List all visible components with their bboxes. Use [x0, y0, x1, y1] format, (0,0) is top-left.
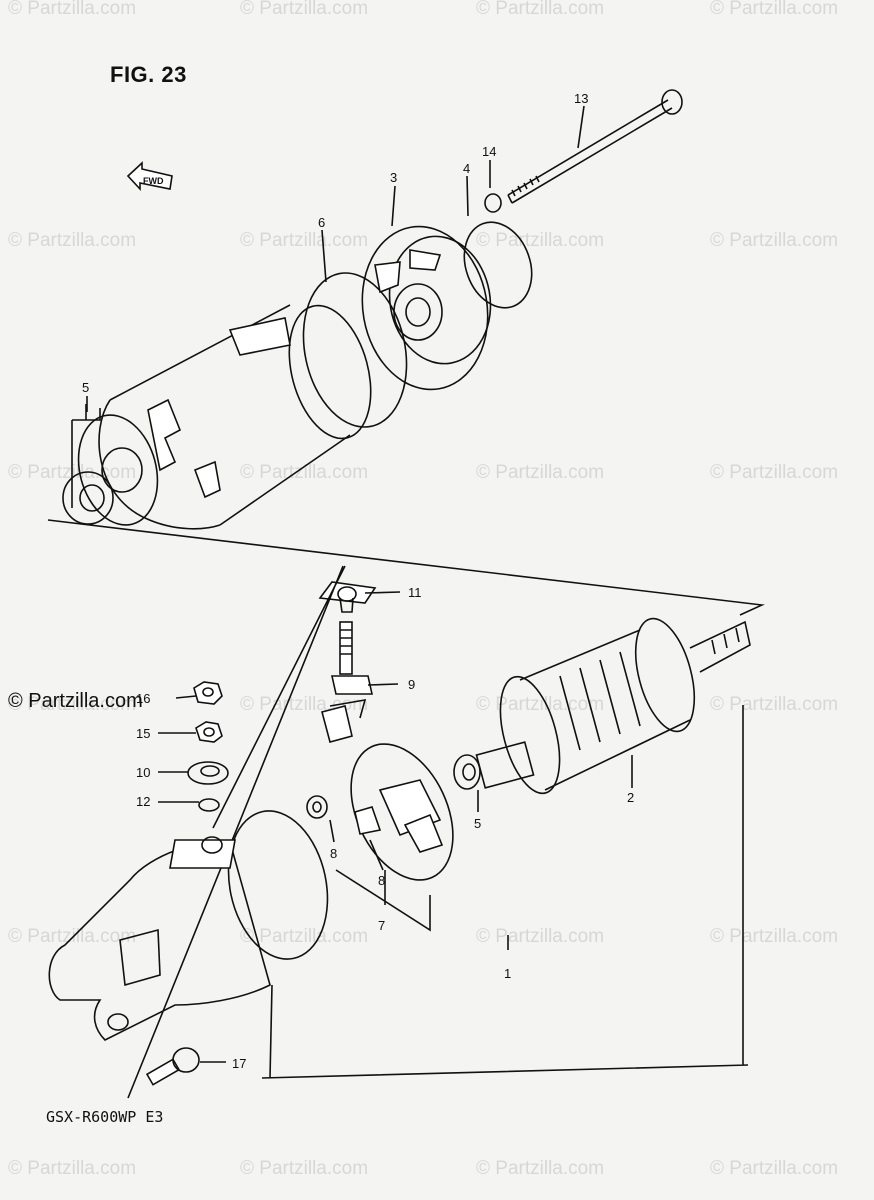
boundary-line — [47, 519, 765, 1079]
o-ring-4 — [463, 221, 533, 309]
washer-14 — [484, 193, 502, 213]
callout-7: 7 — [378, 918, 385, 933]
watermark: © Partzilla.com — [710, 462, 839, 483]
terminal-bolt-9 — [321, 621, 373, 743]
callout-13: 13 — [574, 91, 588, 106]
watermark: © Partzilla.com — [8, 230, 137, 251]
watermark: © Partzilla.com — [240, 1158, 369, 1179]
o-ring-12 — [198, 798, 220, 812]
callout-6: 6 — [318, 215, 325, 230]
brush-holder-7 — [350, 743, 454, 881]
svg-text:FWD: FWD — [143, 176, 164, 186]
callout-10: 10 — [136, 765, 150, 780]
callout-2: 2 — [627, 790, 634, 805]
callout-1: 1 — [504, 966, 511, 981]
callout-8-left: 8 — [330, 846, 337, 861]
watermark: © Partzilla.com — [710, 694, 839, 715]
callout-17: 17 — [232, 1056, 246, 1071]
callout-9: 9 — [408, 677, 415, 692]
watermark: © Partzilla.com — [8, 694, 137, 715]
callout-11: 11 — [408, 585, 422, 600]
washer-5-lower — [453, 754, 481, 790]
watermark: © Partzilla.com — [8, 0, 137, 19]
brush-8 — [306, 795, 382, 835]
terminal-plate-11 — [318, 581, 377, 613]
callout-12: 12 — [136, 794, 150, 809]
end-cover-3 — [361, 225, 492, 391]
watermark: © Partzilla.com — [240, 926, 369, 947]
through-bolt-13 — [507, 89, 683, 204]
nut-16 — [193, 681, 223, 705]
callout-labels: 1 2 3 4 5 5 6 7 8 8 9 10 11 12 13 14 15 … — [82, 91, 634, 1071]
brand-label: © Partzilla.com — [8, 690, 143, 712]
callout-5-upper: 5 — [82, 380, 89, 395]
callout-8-right: 8 — [378, 873, 385, 888]
callout-5-lower: 5 — [474, 816, 481, 831]
watermark: © Partzilla.com — [710, 230, 839, 251]
end-housing — [48, 810, 329, 1041]
callout-4: 4 — [463, 161, 470, 176]
watermark: © Partzilla.com — [476, 462, 605, 483]
watermark: © Partzilla.com — [710, 1158, 839, 1179]
watermark: © Partzilla.com — [476, 694, 605, 715]
watermark: © Partzilla.com — [710, 926, 839, 947]
callout-3: 3 — [390, 170, 397, 185]
watermark: © Partzilla.com — [240, 230, 369, 251]
nut-15 — [195, 721, 223, 743]
bolt-17 — [145, 1047, 200, 1086]
watermark: © Partzilla.com — [710, 0, 839, 19]
callout-16: 16 — [136, 691, 150, 706]
yoke-housing — [77, 304, 372, 530]
armature-2 — [475, 617, 751, 795]
watermark: © Partzilla.com — [240, 0, 369, 19]
callout-15: 15 — [136, 726, 150, 741]
watermark: © Partzilla.com — [8, 926, 137, 947]
model-label: GSX-R600WP E3 — [46, 1108, 164, 1126]
o-ring-6 — [302, 272, 408, 428]
callout-14: 14 — [482, 144, 496, 159]
watermark: © Partzilla.com — [476, 0, 605, 19]
watermark: © Partzilla.com — [476, 1158, 605, 1179]
watermark: © Partzilla.com — [476, 230, 605, 251]
washer-10 — [187, 761, 229, 785]
watermark: © Partzilla.com — [240, 462, 369, 483]
figure-title: FIG. 23 — [110, 62, 187, 87]
fwd-arrow-icon: FWD — [126, 161, 173, 192]
watermark: © Partzilla.com — [8, 1158, 137, 1179]
